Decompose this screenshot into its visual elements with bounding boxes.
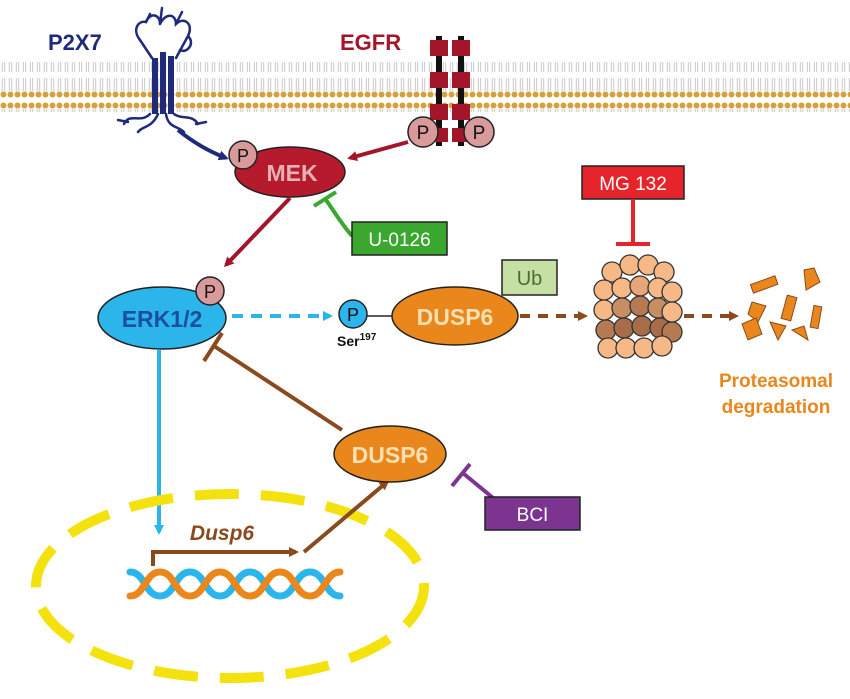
egfr-phospho-left: P bbox=[407, 116, 439, 148]
egfr-phospho-right: P bbox=[463, 116, 495, 148]
bci-label: BCI bbox=[517, 505, 549, 526]
ser197-label: Ser197 bbox=[337, 332, 377, 349]
ubiquitin-label: Ub bbox=[517, 268, 543, 290]
u0126-inhibition-bar bbox=[312, 190, 338, 208]
p2x7-to-mek-arrow bbox=[176, 128, 229, 161]
gene-to-dusp6-arrow bbox=[302, 480, 390, 554]
dna-helix bbox=[126, 568, 344, 600]
proteasome bbox=[593, 254, 683, 359]
gene-label: Dusp6 bbox=[190, 522, 255, 545]
nucleus bbox=[31, 489, 429, 683]
dusp6-phospho-node bbox=[391, 286, 519, 346]
ser-superscript: 197 bbox=[360, 332, 377, 343]
mek-node bbox=[234, 146, 346, 198]
erk-node bbox=[97, 286, 227, 350]
dusp6-to-erk-inhibition-line bbox=[212, 344, 344, 432]
egfr-phospho-left-label: P bbox=[417, 123, 430, 144]
mek-label: MEK bbox=[266, 160, 318, 186]
u0126-box bbox=[351, 221, 448, 256]
dusp6-phospho-site: P bbox=[338, 299, 368, 329]
p2x7-receptor bbox=[116, 6, 208, 134]
dusp6-label: DUSP6 bbox=[352, 442, 429, 468]
mg132-label: MG 132 bbox=[599, 174, 667, 195]
egfr-label: EGFR bbox=[340, 30, 401, 55]
erk-label: ERK1/2 bbox=[122, 306, 203, 332]
degraded-fragments bbox=[741, 267, 823, 342]
p2x7-label: P2X7 bbox=[48, 30, 102, 55]
mek-phospho-label: P bbox=[237, 146, 249, 166]
erk-phospho-label: P bbox=[204, 282, 216, 302]
egfr-phospho-right-label: P bbox=[473, 123, 486, 144]
u0126-label: U-0126 bbox=[368, 230, 430, 251]
mek-to-erk-arrow bbox=[223, 196, 292, 268]
u0126-inhibition-line bbox=[324, 198, 354, 238]
dusp6-to-erk-inhibition-bar bbox=[202, 331, 224, 363]
dusp6-phospho-label: DUSP6 bbox=[417, 304, 494, 330]
degradation-label-line2: degradation bbox=[722, 397, 831, 418]
mg132-box bbox=[581, 165, 685, 200]
bci-box bbox=[484, 496, 581, 531]
mek-phospho: P bbox=[228, 140, 258, 170]
egfr-to-mek-arrow bbox=[347, 140, 409, 161]
dusp6-phospho-site-label: P bbox=[347, 305, 359, 325]
cell-membrane bbox=[0, 62, 850, 112]
bci-inhibition-bar bbox=[450, 462, 472, 488]
dusp6-node bbox=[333, 425, 447, 483]
transcription-arrow bbox=[151, 547, 299, 566]
erk-phospho: P bbox=[195, 276, 225, 306]
ubiquitin-box bbox=[501, 259, 558, 296]
ser-text: Ser bbox=[337, 333, 360, 349]
degradation-label-line1: Proteasomal bbox=[719, 371, 833, 392]
